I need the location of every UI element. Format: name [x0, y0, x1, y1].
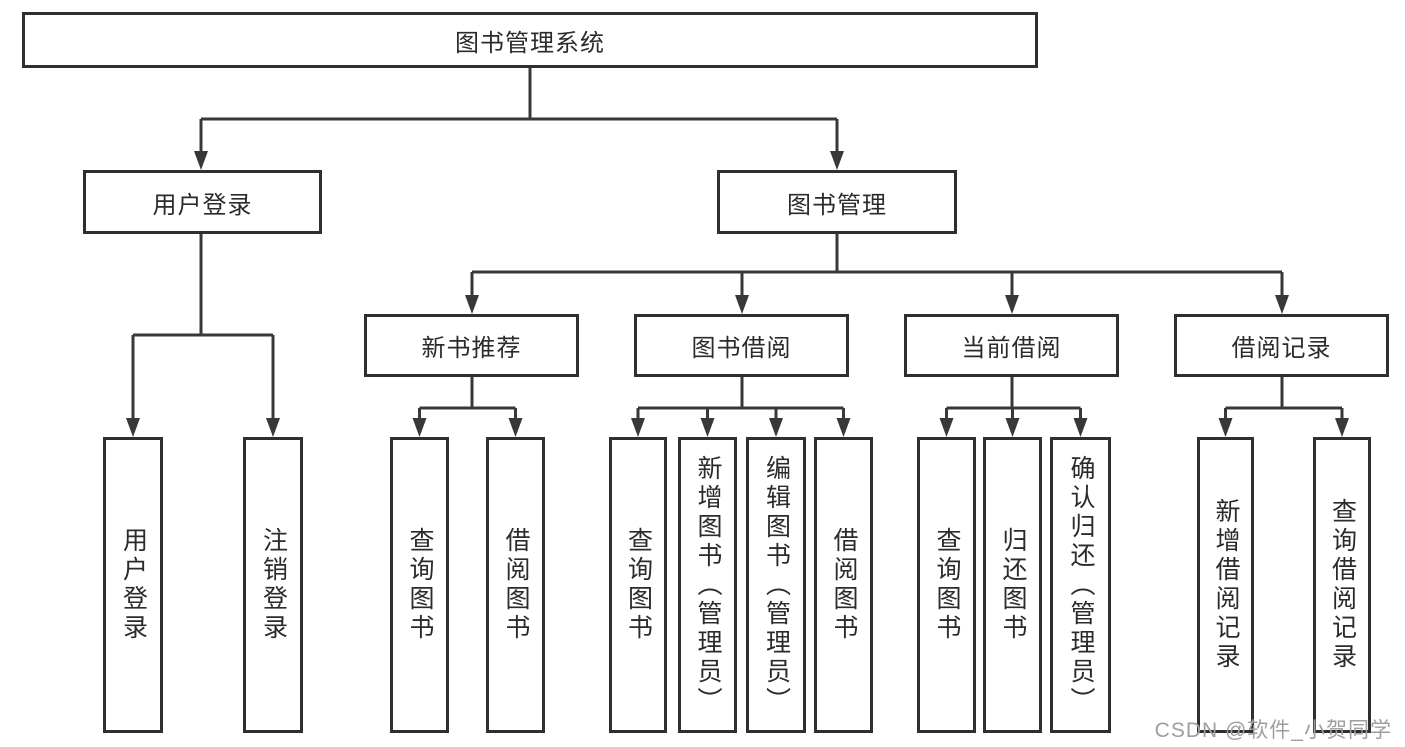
node-borrow-records-label: 借阅记录: [1231, 335, 1332, 362]
node-current-borrowing-label: 当前借阅: [961, 335, 1062, 362]
watermark: CSDN @软件_小贺同学: [1154, 719, 1392, 742]
node-book-borrowing-label: 图书借阅: [691, 335, 792, 362]
node-library-system: 图书管理系统: [22, 12, 1038, 68]
node-user-login-label: 用户登录: [152, 191, 253, 219]
node-leaf-return-books-label: 归还图书: [999, 527, 1027, 643]
node-leaf-query-borrow-record-label: 查询借阅记录: [1328, 498, 1357, 672]
node-leaf-add-borrow-record: 新增借阅记录: [1197, 437, 1254, 733]
node-leaf-borrow-books-recommend-label: 借阅图书: [502, 527, 530, 643]
edge-borrow-records-to-leaves: [1224, 377, 1344, 421]
node-leaf-user-login-label: 用户登录: [119, 527, 148, 643]
node-current-borrowing: 当前借阅: [904, 314, 1119, 377]
node-leaf-logout-label: 注销登录: [259, 527, 288, 643]
node-leaf-edit-books-admin: 编辑图书（管理员）: [746, 437, 806, 733]
node-book-borrowing: 图书借阅: [634, 314, 849, 377]
node-leaf-query-books-current: 查询图书: [917, 437, 976, 733]
node-leaf-borrow-books-borrowing: 借阅图书: [814, 437, 873, 733]
node-new-book-recommend-label: 新书推荐: [421, 335, 522, 362]
node-leaf-query-books-recommend: 查询图书: [390, 437, 449, 733]
node-borrow-records: 借阅记录: [1174, 314, 1389, 377]
node-library-system-label: 图书管理系统: [455, 29, 605, 57]
node-leaf-add-books-admin: 新增图书（管理员）: [678, 437, 737, 733]
node-leaf-confirm-return-admin-label: 确认归还（管理员）: [1067, 454, 1095, 716]
node-leaf-borrow-books-borrowing-label: 借阅图书: [830, 527, 858, 643]
node-leaf-query-books-borrowing: 查询图书: [609, 437, 667, 733]
node-book-management: 图书管理: [717, 170, 957, 234]
node-leaf-edit-books-admin-label: 编辑图书（管理员）: [762, 454, 791, 716]
edge-current-borrowing-to-leaves: [945, 377, 1082, 421]
node-leaf-borrow-books-recommend: 借阅图书: [486, 437, 545, 733]
node-leaf-logout: 注销登录: [243, 437, 303, 733]
node-leaf-query-books-recommend-label: 查询图书: [406, 527, 434, 643]
node-leaf-query-books-current-label: 查询图书: [933, 527, 961, 643]
node-leaf-confirm-return-admin: 确认归还（管理员）: [1050, 437, 1111, 733]
node-book-management-label: 图书管理: [787, 191, 887, 219]
node-leaf-query-books-borrowing-label: 查询图书: [624, 527, 653, 643]
edge-book-borrowing-to-leaves: [636, 377, 845, 421]
edge-root-to-level2: [199, 68, 839, 154]
node-leaf-add-books-admin-label: 新增图书（管理员）: [694, 454, 722, 716]
edge-user-login-to-leaves: [131, 234, 275, 421]
node-leaf-add-borrow-record-label: 新增借阅记录: [1212, 498, 1240, 672]
node-leaf-return-books: 归还图书: [983, 437, 1042, 733]
node-leaf-query-borrow-record: 查询借阅记录: [1313, 437, 1371, 733]
edge-new-book-recommend-to-leaves: [418, 377, 517, 421]
node-user-login: 用户登录: [83, 170, 322, 234]
node-leaf-user-login: 用户登录: [103, 437, 163, 733]
edge-book-management-to-level3: [470, 234, 1284, 298]
node-new-book-recommend: 新书推荐: [364, 314, 579, 377]
